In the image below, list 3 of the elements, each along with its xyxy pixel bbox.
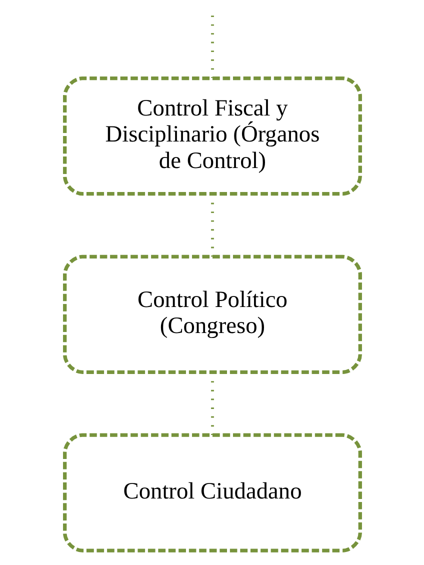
node-box: Control Fiscal y Disciplinario (Órganos de Control) (62, 76, 362, 196)
node-box: Control Político (Congreso) (62, 254, 362, 374)
node-box: Control Ciudadano (62, 433, 362, 552)
